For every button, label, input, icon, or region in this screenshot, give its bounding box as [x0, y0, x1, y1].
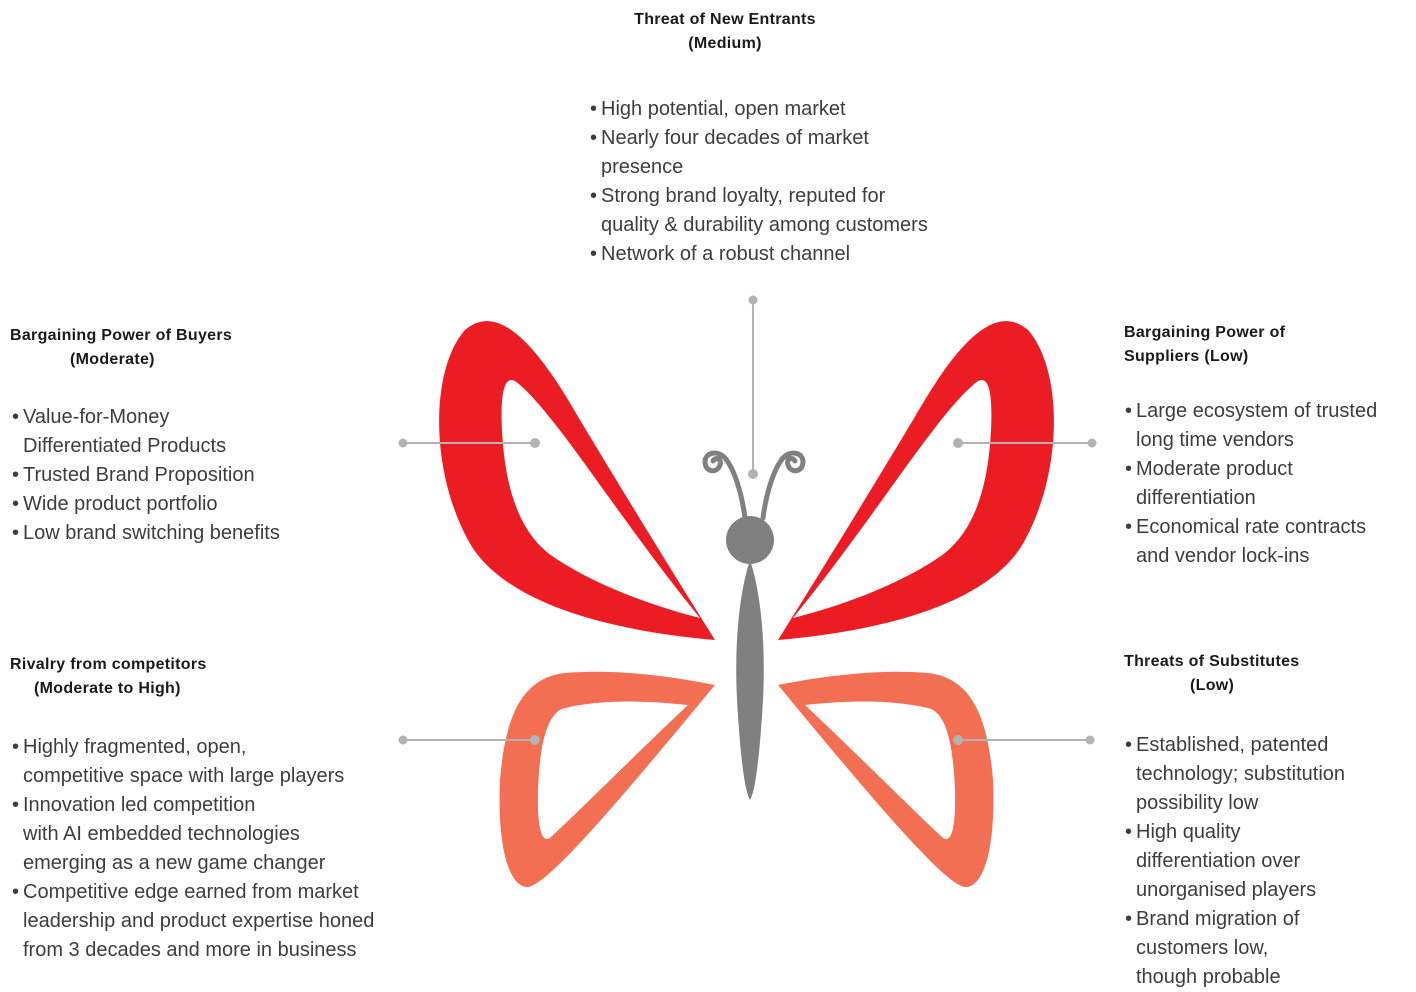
right-antenna [763, 453, 803, 518]
buyers-heading-line: Bargaining Power of Buyers [10, 324, 300, 348]
top-bullet-line: Nearly four decades of market [601, 124, 990, 153]
buyers-bullet-item: Trusted Brand Proposition [12, 461, 342, 490]
top-bullet-line: presence [601, 153, 990, 182]
top-bullet-line: Strong brand loyalty, reputed for [601, 182, 990, 211]
suppliers-bullet-line: and vendor lock-ins [1136, 542, 1410, 571]
buyers-bullet-line: Trusted Brand Proposition [23, 461, 342, 490]
buyers-bullet-item: Low brand switching benefits [12, 519, 342, 548]
left-antenna [705, 453, 745, 518]
rivalry-bullet-line: Highly fragmented, open, [23, 733, 432, 762]
upper-left-wing [439, 321, 715, 640]
suppliers-heading-line: Suppliers (Low) [1124, 345, 1374, 369]
new-entrants-list: High potential, open marketNearly four d… [590, 95, 990, 269]
suppliers-bullet-line: Moderate product [1136, 455, 1410, 484]
suppliers-bullet-line: differentiation [1136, 484, 1410, 513]
rivalry-bullet-line: Innovation led competition [23, 791, 432, 820]
rivalry-heading-line: (Moderate to High) [10, 677, 300, 701]
substitutes-bullet-line: High quality [1136, 818, 1410, 847]
new-entrants-heading-line: (Medium) [560, 32, 890, 56]
substitutes-bullet-line: customers low, [1136, 934, 1410, 963]
top-bullet-line: quality & durability among customers [601, 211, 990, 240]
substitutes-bullet-line: Brand migration of [1136, 905, 1410, 934]
butterfly-head [726, 516, 774, 564]
top-bullet-line: Network of a robust channel [601, 240, 990, 269]
suppliers-heading-line: Bargaining Power of [1124, 321, 1374, 345]
rivalry-heading: Rivalry from competitors (Moderate to Hi… [10, 653, 300, 701]
suppliers-bullet-line: Large ecosystem of trusted [1136, 397, 1410, 426]
connector-top [748, 296, 758, 480]
rivalry-bullet-item: Highly fragmented, open,competitive spac… [12, 733, 432, 791]
substitutes-bullet-line: Established, patented [1136, 731, 1410, 760]
new-entrants-heading: Threat of New Entrants (Medium) [560, 8, 890, 56]
substitutes-heading-line: Threats of Substitutes [1124, 650, 1374, 674]
rivalry-list: Highly fragmented, open,competitive spac… [12, 733, 432, 965]
butterfly-body [736, 560, 764, 800]
suppliers-bullet-line: long time vendors [1136, 426, 1410, 455]
buyers-bullet-line: Wide product portfolio [23, 490, 342, 519]
buyers-bullet-line: Value-for-Money [23, 403, 342, 432]
substitutes-bullet-line: differentiation over [1136, 847, 1410, 876]
rivalry-bullet-line: from 3 decades and more in business [23, 936, 432, 965]
top-bullet-line: High potential, open market [601, 95, 990, 124]
buyers-bullet-line: Differentiated Products [23, 432, 342, 461]
buyers-heading: Bargaining Power of Buyers (Moderate) [10, 324, 300, 372]
substitutes-heading-line: (Low) [1124, 674, 1374, 698]
substitutes-bullet-line: technology; substitution [1136, 760, 1410, 789]
lower-right-wing [778, 672, 993, 887]
rivalry-bullet-line: leadership and product expertise honed [23, 907, 432, 936]
rivalry-bullet-line: with AI embedded technologies [23, 820, 432, 849]
rivalry-bullet-line: emerging as a new game changer [23, 849, 432, 878]
rivalry-bullet-item: Competitive edge earned from marketleade… [12, 878, 432, 965]
top-bullet-item: Network of a robust channel [590, 240, 990, 269]
lower-left-wing [500, 672, 715, 887]
top-bullet-item: Strong brand loyalty, reputed forquality… [590, 182, 990, 240]
top-bullet-item: High potential, open market [590, 95, 990, 124]
substitutes-bullet-line: possibility low [1136, 789, 1410, 818]
rivalry-bullet-line: Competitive edge earned from market [23, 878, 432, 907]
rivalry-heading-line: Rivalry from competitors [10, 653, 300, 677]
suppliers-heading: Bargaining Power of Suppliers (Low) [1124, 321, 1374, 369]
substitutes-bullet-line: though probable [1136, 963, 1410, 992]
new-entrants-heading-line: Threat of New Entrants [560, 8, 890, 32]
upper-right-wing [778, 321, 1054, 640]
rivalry-bullet-line: competitive space with large players [23, 762, 432, 791]
buyers-heading-line: (Moderate) [10, 348, 300, 372]
substitutes-bullet-line: unorganised players [1136, 876, 1410, 905]
buyers-bullet-item: Wide product portfolio [12, 490, 342, 519]
buyers-bullet-line: Low brand switching benefits [23, 519, 342, 548]
suppliers-bullet-line: Economical rate contracts [1136, 513, 1410, 542]
substitutes-heading: Threats of Substitutes (Low) [1124, 650, 1374, 698]
